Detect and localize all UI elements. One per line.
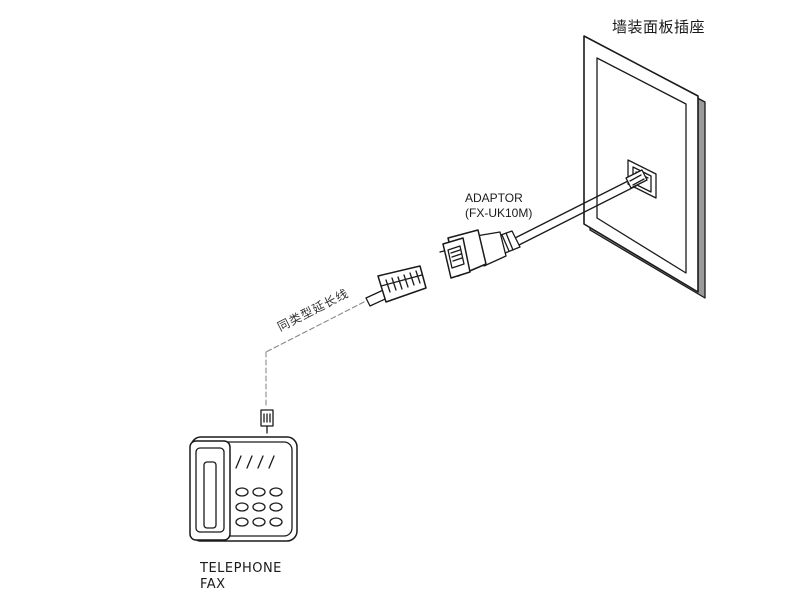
device-label-line2: FAX <box>200 577 226 592</box>
adaptor-label: ADAPTOR (FX-UK10M) <box>465 191 532 221</box>
device-label-line1: TELEPHONE <box>200 561 282 576</box>
wall-panel-icon <box>583 35 706 299</box>
phone-plug-icon <box>260 409 274 434</box>
adaptor-icon <box>439 229 521 279</box>
adaptor-name: ADAPTOR <box>465 191 523 205</box>
adaptor-model: (FX-UK10M) <box>465 206 533 220</box>
extension-plug-icon <box>365 265 427 307</box>
telephone-fax-icon <box>189 436 298 542</box>
extension-cable-dashed <box>265 301 365 409</box>
device-label: TELEPHONE FAX <box>200 561 282 593</box>
adaptor-cable <box>514 169 648 246</box>
wall-socket-label: 墙装面板插座 <box>612 18 706 36</box>
